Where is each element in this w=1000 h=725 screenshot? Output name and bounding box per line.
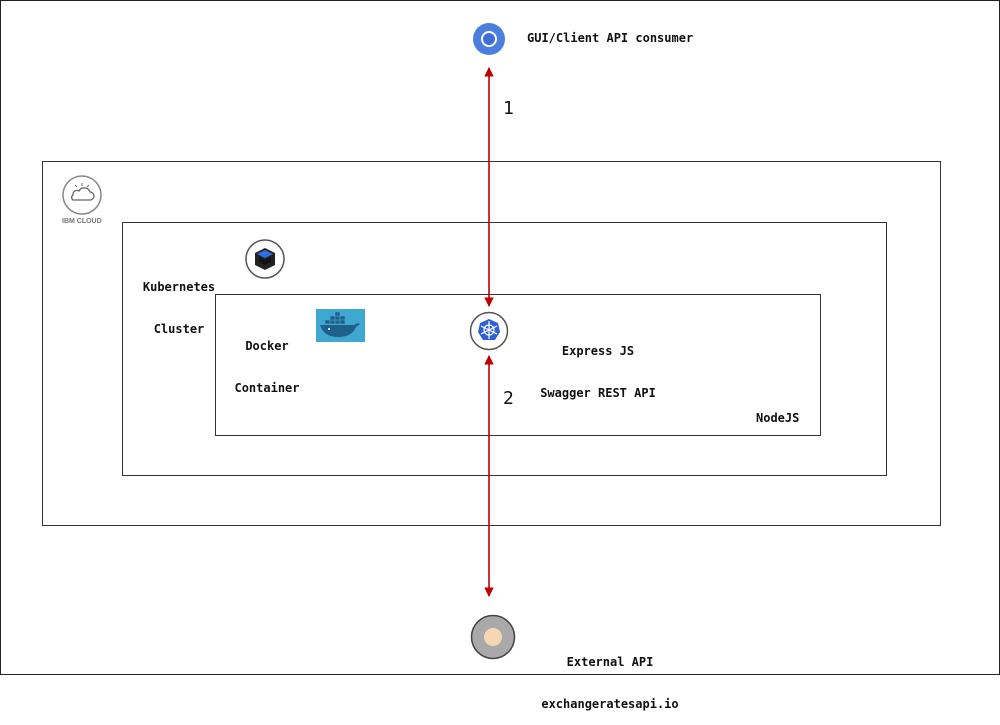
docker-container-box (215, 294, 821, 436)
docker-whale-icon (316, 309, 365, 346)
external-api-icon[interactable] (470, 614, 516, 664)
connection-arrows (484, 67, 494, 597)
docker-label: Docker Container (228, 311, 306, 409)
kubernetes-cluster-box (122, 222, 887, 476)
external-label-line1: External API (566, 655, 654, 669)
kubernetes-label-line1: Kubernetes (142, 280, 216, 294)
express-label-line1: Express JS (561, 344, 635, 358)
express-label: Express JS Swagger REST API (528, 316, 668, 414)
express-label-line2: Swagger REST API (540, 386, 656, 400)
step-1-label: 1 (503, 98, 514, 119)
kubernetes-label-line2: Cluster (153, 322, 205, 336)
docker-label-line2: Container (234, 381, 300, 395)
nodejs-label: NodeJS (756, 411, 800, 425)
step-2-label: 2 (503, 388, 514, 409)
cloud-icon (61, 174, 103, 220)
ibm-cloud-label: IBM CLOUD (62, 218, 102, 225)
external-label-line2: exchangeratesapi.io (541, 697, 679, 711)
kubernetes-label: Kubernetes Cluster (140, 252, 218, 350)
client-label: GUI/Client API consumer (527, 31, 694, 45)
chrome-icon[interactable] (472, 22, 506, 60)
docker-label-line1: Docker (245, 339, 289, 353)
kubernetes-cube-icon (244, 238, 286, 284)
kubernetes-wheel-icon[interactable] (469, 311, 509, 355)
